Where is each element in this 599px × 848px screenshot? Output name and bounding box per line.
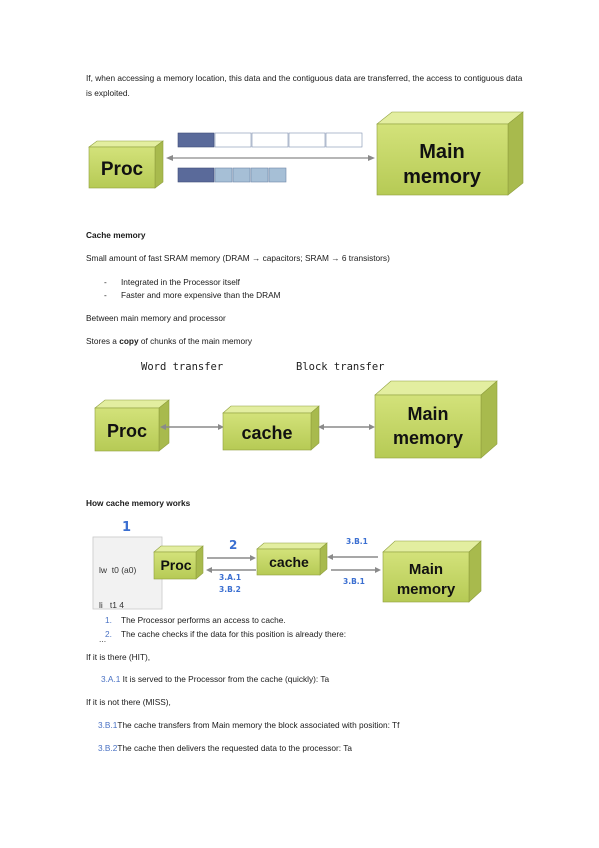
step-2-text: The cache checks if the data for this po…: [121, 629, 347, 639]
proc-label-2: Proc: [107, 421, 147, 441]
intro-paragraph: If, when accessing a memory location, th…: [86, 73, 523, 98]
main-memory-label-1b: memory: [403, 166, 482, 188]
code-line-2: li t1 4: [99, 599, 125, 610]
miss-line-2: 3.B.2The cache then delivers the request…: [98, 743, 352, 753]
main-memory-label-3b: memory: [397, 581, 456, 598]
step-2-number: 2.: [105, 629, 112, 639]
code-listing: lw t0 (a0) li t1 4 ...: [99, 542, 136, 657]
step-1-number: 1.: [105, 615, 112, 625]
main-memory-box-1: Main memory: [376, 111, 524, 196]
block-row: [177, 167, 287, 183]
miss-label: If it is not there (MISS),: [86, 697, 171, 707]
main-memory-box-2: Main memory: [374, 380, 498, 459]
step-1-text: The Processor performs an access to cach…: [121, 615, 286, 625]
cache-box-3: cache: [256, 542, 328, 576]
proc-box-2: Proc: [94, 399, 170, 452]
block-transfer-label: Block transfer: [296, 361, 385, 373]
how-cache-works-heading: How cache memory works: [86, 498, 191, 508]
miss-line-1: 3.B.1The cache transfers from Main memor…: [98, 720, 400, 730]
bullet-dash-1: -: [104, 277, 107, 287]
cache-copy-line: Stores a copy of chunks of the main memo…: [86, 336, 253, 346]
main-memory-label-1a: Main: [419, 141, 465, 163]
main-memory-label-2a: Main: [407, 404, 448, 424]
main-memory-label-3a: Main: [409, 561, 443, 578]
step-3b2-marker: 3.B.2: [219, 585, 241, 594]
code-line-1: lw t0 (a0): [99, 565, 137, 575]
bullet-dash-2: -: [104, 290, 107, 300]
step-1-marker: 1: [122, 520, 132, 535]
proc-label-1: Proc: [101, 159, 144, 180]
step-3b1-top-marker: 3.B.1: [346, 537, 368, 546]
step-3b1-bottom-marker: 3.B.1: [343, 577, 365, 586]
bullet-item-2: Faster and more expensive than the DRAM: [121, 290, 281, 300]
proc-label-3: Proc: [160, 557, 191, 573]
word-transfer-label: Word transfer: [141, 361, 224, 373]
cache-box-2: cache: [222, 405, 320, 451]
cache-location: Between main memory and processor: [86, 313, 226, 323]
cache-memory-heading: Cache memory: [86, 230, 146, 240]
hit-label: If it is there (HIT),: [86, 652, 151, 662]
cache-label-2: cache: [241, 423, 292, 443]
proc-box-3: Proc: [153, 545, 204, 580]
bullet-item-1: Integrated in the Processor itself: [121, 277, 240, 287]
word-row: [177, 132, 363, 148]
step-2-marker: 2: [229, 538, 238, 552]
proc-box-1: Proc: [88, 140, 164, 189]
cache-label-3: cache: [269, 554, 309, 570]
code-line-3: ...: [99, 634, 107, 644]
hit-line: 3.A.1 It is served to the Processor from…: [101, 674, 330, 684]
cache-description: Small amount of fast SRAM memory (DRAM →…: [86, 253, 390, 263]
main-memory-box-3: Main memory: [382, 540, 482, 603]
step-3a1-marker: 3.A.1: [219, 573, 242, 582]
main-memory-label-2b: memory: [393, 428, 463, 448]
